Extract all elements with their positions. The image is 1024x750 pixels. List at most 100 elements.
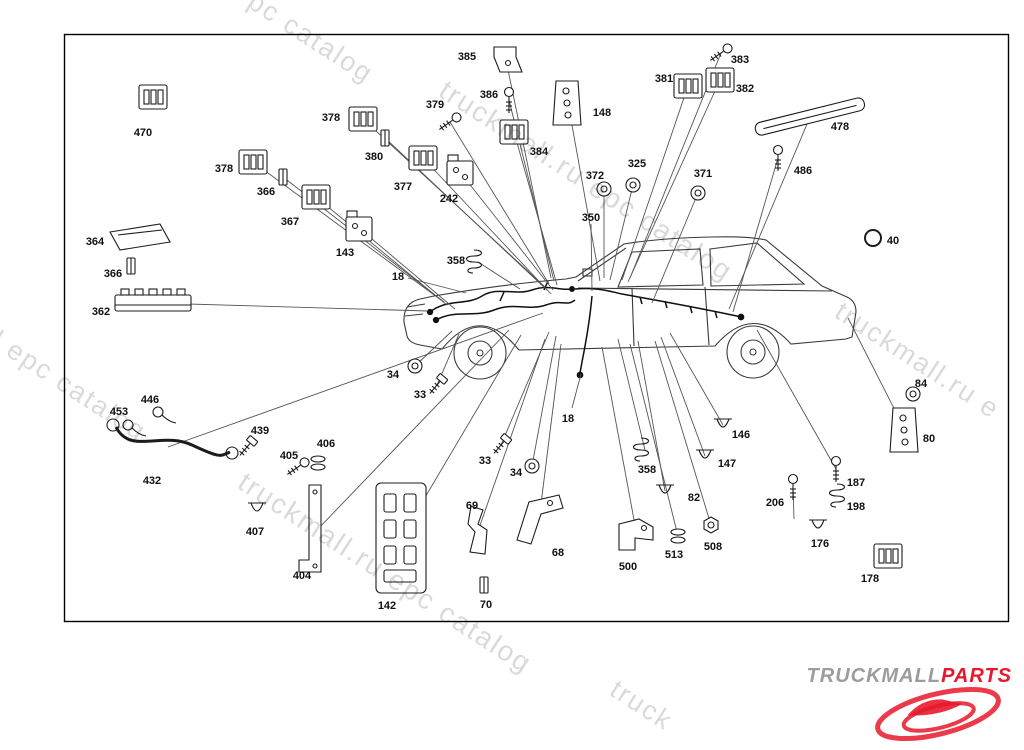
part-number-148[interactable]: 148: [593, 107, 611, 119]
part-number-350[interactable]: 350: [582, 212, 600, 224]
part-number-385[interactable]: 385: [458, 51, 476, 63]
part-number-377[interactable]: 377: [394, 181, 412, 193]
part-number-70[interactable]: 70: [480, 599, 492, 611]
part-500-icon: [618, 518, 654, 551]
part-number-84[interactable]: 84: [915, 378, 928, 390]
part-number-33[interactable]: 33: [479, 455, 491, 467]
leader-line: [654, 340, 712, 526]
part-number-380[interactable]: 380: [365, 151, 383, 163]
part-number-18[interactable]: 18: [392, 271, 404, 283]
part-number-325[interactable]: 325: [628, 158, 646, 170]
part-number-142[interactable]: 142: [378, 600, 396, 612]
part-number-406[interactable]: 406: [317, 438, 335, 450]
part-number-80[interactable]: 80: [923, 433, 935, 445]
part-number-34[interactable]: 34: [510, 467, 523, 479]
part-number-378[interactable]: 378: [322, 112, 340, 124]
logo-brand-truckmall: TRUCKMALL: [807, 665, 942, 687]
part-33-icon: [429, 373, 449, 394]
part-number-386[interactable]: 386: [480, 89, 498, 101]
part-40-icon: [864, 229, 882, 247]
part-325-icon: [625, 177, 641, 193]
part-number-362[interactable]: 362: [92, 306, 110, 318]
part-number-372[interactable]: 372: [586, 170, 604, 182]
part-378-icon: [348, 106, 378, 132]
part-358-icon: [465, 249, 483, 274]
harness-connector-dot: [737, 313, 745, 321]
part-number-508[interactable]: 508: [704, 541, 722, 553]
part-number-446[interactable]: 446: [141, 394, 159, 406]
part-number-486[interactable]: 486: [794, 165, 812, 177]
leader-line: [669, 332, 724, 426]
part-number-367[interactable]: 367: [281, 216, 299, 228]
part-number-407[interactable]: 407: [246, 526, 264, 538]
part-number-432[interactable]: 432: [143, 475, 161, 487]
leader-line: [732, 157, 779, 313]
part-number-381[interactable]: 381: [655, 73, 673, 85]
part-number-478[interactable]: 478: [831, 121, 849, 133]
harness-floor-branch: [579, 295, 593, 374]
harness-connector-dot: [426, 308, 434, 316]
part-number-470[interactable]: 470: [134, 127, 152, 139]
watermark-text: pc catalog: [243, 0, 379, 89]
leader-line: [660, 336, 706, 457]
logo-text: TRUCKMALLPARTS: [807, 665, 1012, 687]
part-147-icon: [696, 449, 714, 459]
rear-wheel-hub: [749, 348, 757, 356]
part-number-404[interactable]: 404: [293, 570, 312, 582]
watermark-text: truck: [605, 674, 679, 736]
part-number-242[interactable]: 242: [440, 193, 458, 205]
leader-line: [476, 338, 546, 535]
part-number-371[interactable]: 371: [694, 168, 712, 180]
car-illustration: [403, 236, 857, 380]
leader-line: [477, 261, 521, 290]
front-wheel: [453, 326, 507, 380]
wiring-harness: [426, 280, 745, 379]
parts-layer: 470 385 383 381 382 386 379 148 378 478 384 380 486 3…: [86, 43, 935, 612]
part-number-198[interactable]: 198: [847, 501, 865, 513]
part-number-453[interactable]: 453: [110, 406, 128, 418]
part-number-382[interactable]: 382: [736, 83, 754, 95]
part-number-364[interactable]: 364: [86, 236, 105, 248]
part-number-40[interactable]: 40: [887, 235, 899, 247]
part-number-439[interactable]: 439: [251, 425, 269, 437]
part-number-82[interactable]: 82: [688, 492, 700, 504]
part-486-icon: [772, 144, 784, 171]
part-number-69[interactable]: 69: [466, 500, 478, 512]
part-number-383[interactable]: 383: [731, 54, 749, 66]
part-number-176[interactable]: 176: [811, 538, 829, 550]
part-number-143[interactable]: 143: [336, 247, 354, 259]
part-number-405[interactable]: 405: [280, 450, 298, 462]
part-number-187[interactable]: 187: [847, 477, 865, 489]
part-number-379[interactable]: 379: [426, 99, 444, 111]
part-number-384[interactable]: 384: [530, 146, 549, 158]
part-number-146[interactable]: 146: [732, 429, 750, 441]
part-number-33[interactable]: 33: [414, 389, 426, 401]
part-242-icon: [446, 154, 474, 186]
part-number-68[interactable]: 68: [552, 547, 564, 559]
part-432-icon: [106, 418, 239, 460]
harness-connector-dot: [569, 286, 575, 292]
part-number-34[interactable]: 34: [387, 369, 400, 381]
rear-side-window: [709, 242, 806, 287]
part-34-icon: [407, 358, 423, 374]
leader-line: [728, 116, 811, 310]
harness-main-run: [574, 287, 742, 318]
part-number-206[interactable]: 206: [766, 497, 784, 509]
part-number-358[interactable]: 358: [447, 255, 465, 267]
part-number-513[interactable]: 513: [665, 549, 683, 561]
part-number-378[interactable]: 378: [215, 163, 233, 175]
part-number-358[interactable]: 358: [638, 464, 656, 476]
part-number-147[interactable]: 147: [718, 458, 736, 470]
part-146-icon: [714, 418, 732, 428]
part-number-366[interactable]: 366: [104, 268, 122, 280]
part-82-icon: [656, 484, 674, 494]
leader-line: [571, 373, 582, 409]
part-number-178[interactable]: 178: [861, 573, 879, 585]
part-478-icon: [754, 97, 866, 136]
part-378-icon: [238, 149, 268, 175]
part-number-18[interactable]: 18: [562, 413, 574, 425]
part-number-500[interactable]: 500: [619, 561, 637, 573]
part-number-366[interactable]: 366: [257, 186, 275, 198]
part-446-icon: [152, 406, 177, 424]
